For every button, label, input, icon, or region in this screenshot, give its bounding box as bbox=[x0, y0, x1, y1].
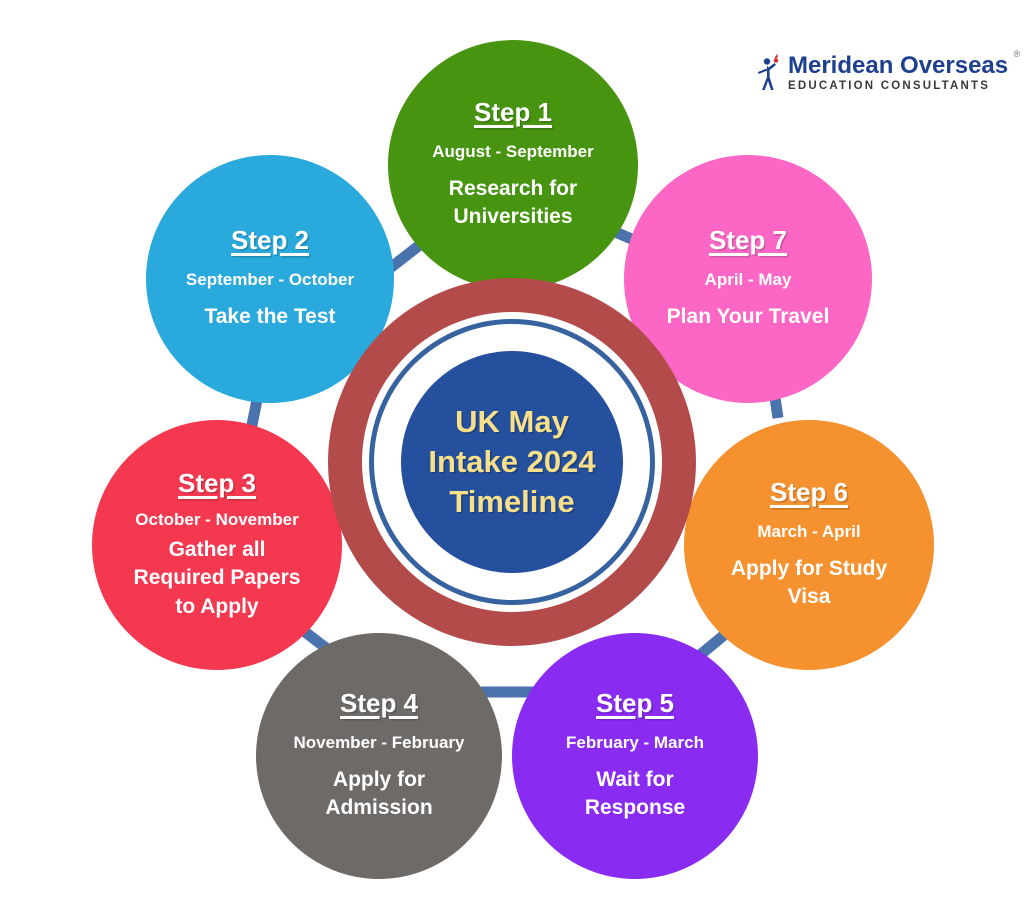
step-bubble-2[interactable]: Step 2 September - October Take the Test bbox=[146, 155, 394, 403]
step-4-date-range: November - February bbox=[293, 732, 465, 752]
step-bubble-5[interactable]: Step 5 February - March Wait for Respons… bbox=[512, 633, 758, 879]
step-4-heading: Step 4 bbox=[339, 688, 419, 719]
step-7-description: Plan Your Travel bbox=[666, 305, 830, 329]
step-7-heading: Step 7 bbox=[708, 225, 788, 256]
torch-bearer-icon bbox=[756, 53, 782, 93]
step-7-date-range: April - May bbox=[704, 269, 792, 289]
step-6-date-range: March - April bbox=[757, 521, 861, 541]
step-5-description: Wait for Response bbox=[584, 768, 686, 820]
step-1-heading: Step 1 bbox=[473, 97, 553, 128]
center-outer-ring: UK May Intake 2024 Timeline bbox=[328, 278, 696, 646]
logo-tagline: EDUCATION CONSULTANTS bbox=[788, 79, 991, 92]
step-5-heading: Step 5 bbox=[595, 688, 675, 719]
step-bubble-6[interactable]: Step 6 March - April Apply for Study Vis… bbox=[684, 420, 934, 670]
step-3-date-range: October - November bbox=[135, 509, 299, 529]
logo-wordmark: Meridean Overseas EDUCATION CONSULTANTS … bbox=[788, 49, 1020, 93]
step-3-description: Gather all Required Papers to Apply bbox=[133, 537, 301, 618]
step-3-heading: Step 3 bbox=[177, 467, 257, 498]
step-4-description: Apply for Admission bbox=[325, 768, 433, 820]
center-title: UK May Intake 2024 Timeline bbox=[428, 404, 596, 519]
step-bubble-3[interactable]: Step 3 October - November Gather all Req… bbox=[92, 420, 342, 670]
step-2-description: Take the Test bbox=[204, 305, 336, 329]
step-bubble-1[interactable]: Step 1 August - September Research for U… bbox=[388, 40, 638, 290]
center-blue-ring: UK May Intake 2024 Timeline bbox=[369, 319, 655, 605]
center-disc: UK May Intake 2024 Timeline bbox=[401, 351, 623, 573]
step-bubble-4[interactable]: Step 4 November - February Apply for Adm… bbox=[256, 633, 502, 879]
step-6-description: Apply for Study Visa bbox=[730, 557, 888, 609]
step-1-description: Research for Universities bbox=[448, 177, 578, 229]
step-1-date-range: August - September bbox=[432, 141, 594, 161]
step-5-date-range: February - March bbox=[566, 732, 704, 752]
center-white-gap: UK May Intake 2024 Timeline bbox=[362, 312, 662, 612]
logo-company-name: Meridean Overseas bbox=[788, 51, 1009, 79]
step-6-heading: Step 6 bbox=[769, 477, 849, 508]
registered-trademark-icon: ® bbox=[1013, 48, 1021, 59]
step-2-heading: Step 2 bbox=[230, 225, 310, 256]
brand-logo: Meridean Overseas EDUCATION CONSULTANTS … bbox=[756, 48, 1020, 98]
step-2-date-range: September - October bbox=[185, 269, 355, 289]
